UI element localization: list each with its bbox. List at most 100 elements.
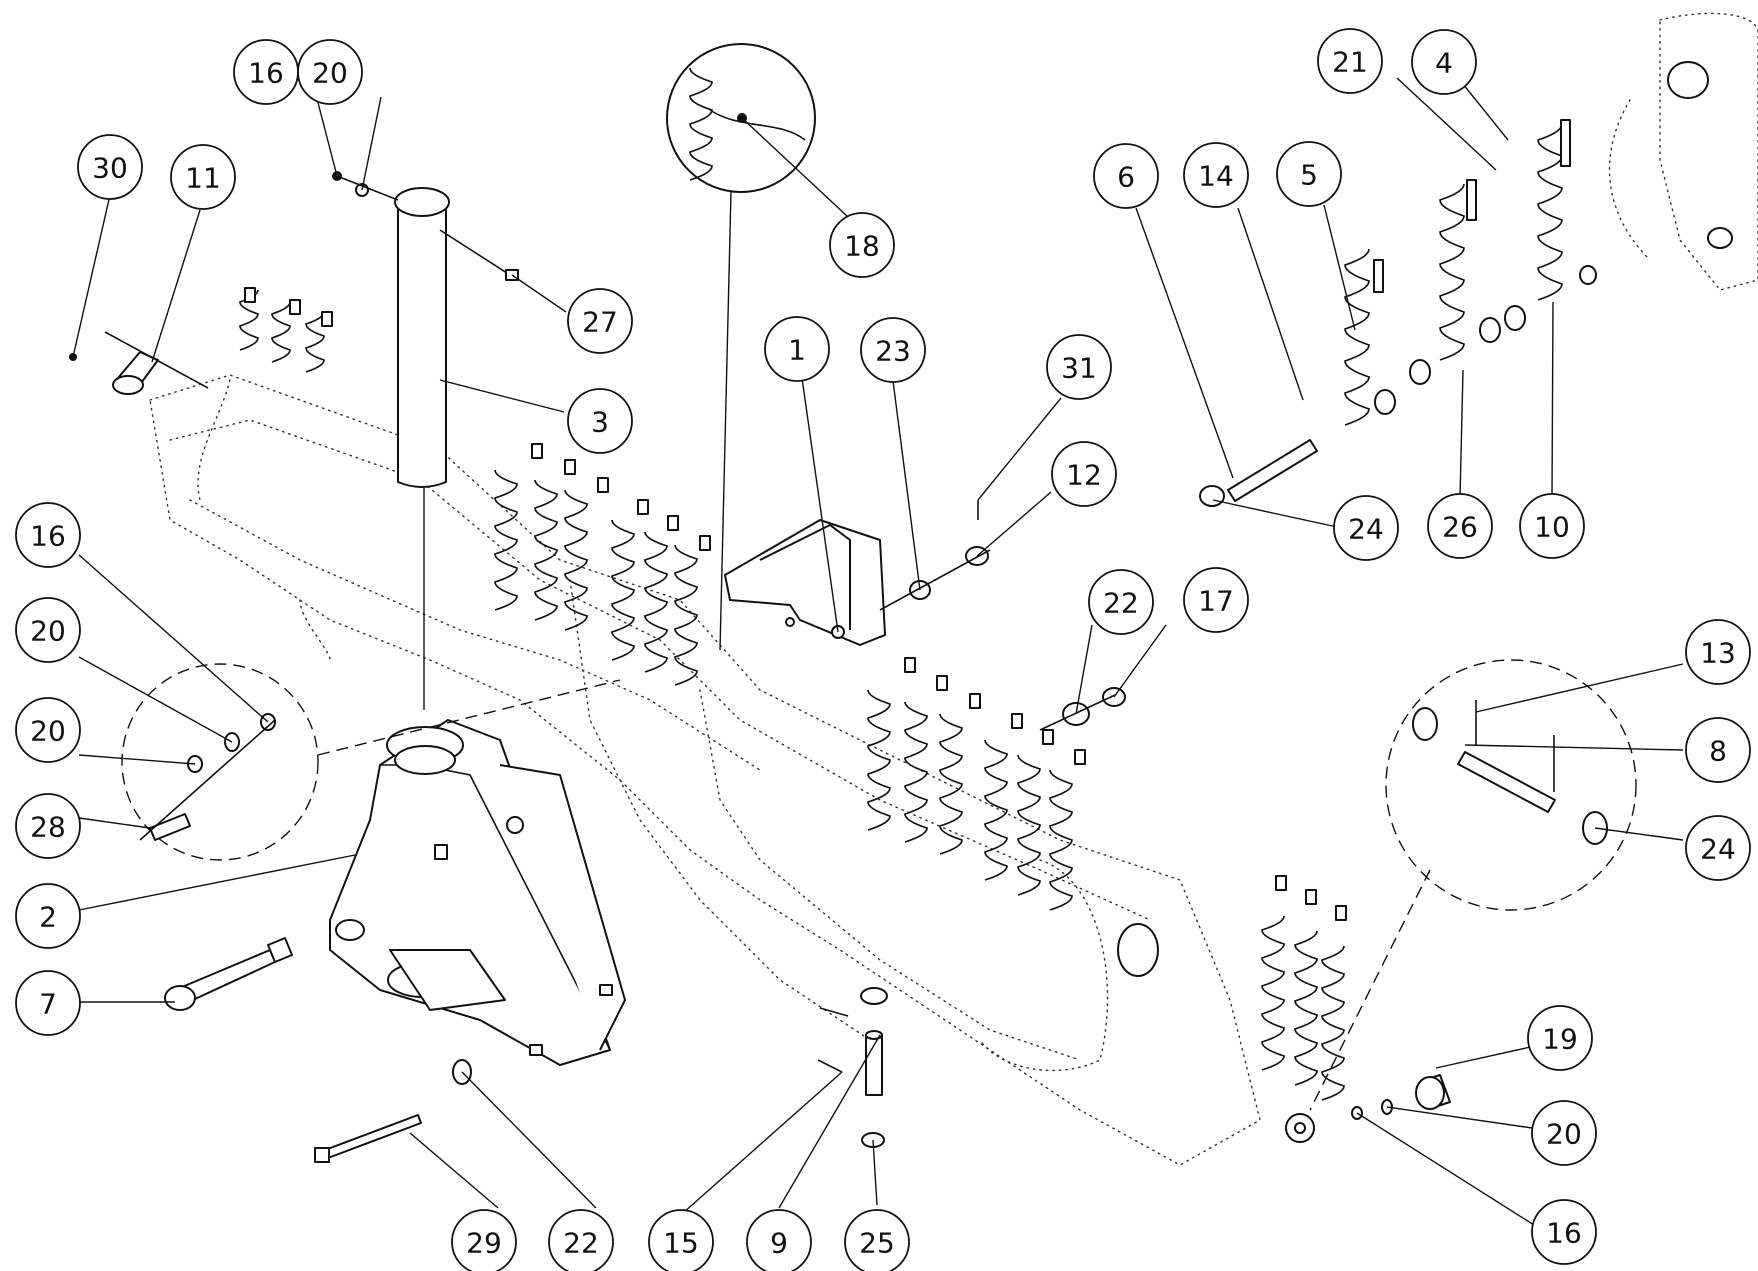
pin-7 — [164, 937, 293, 1011]
callout-circle — [648, 1209, 714, 1271]
callout-label: 5 — [1300, 159, 1318, 192]
callout-bubble: 30 — [77, 134, 143, 200]
main-frame-dotted — [149, 12, 1758, 1166]
callout-bubble: 27 — [567, 288, 633, 354]
callout-circle — [1276, 141, 1342, 207]
callout-bubble: 16 — [1531, 1199, 1597, 1265]
callout-bubble: 24 — [1333, 495, 1399, 561]
callout-bubble: 28 — [15, 793, 81, 859]
callout-circle — [170, 144, 236, 210]
callout-bubble: 12 — [1051, 441, 1117, 507]
callout-circle — [1051, 441, 1117, 507]
callout-bubble: 10 — [1519, 493, 1585, 559]
callout-label: 9 — [770, 1227, 788, 1260]
hanger-bracket-1 — [724, 519, 886, 646]
spring-left-2 — [271, 299, 301, 363]
callout-circle — [15, 970, 81, 1036]
callout-circle — [1088, 569, 1154, 635]
callout-bubble: 13 — [1685, 619, 1751, 685]
callout-label: 6 — [1117, 161, 1135, 194]
callout-bubble: 9 — [746, 1209, 812, 1271]
callout-label: 8 — [1709, 735, 1727, 768]
callout-bubble: 6 — [1093, 143, 1159, 209]
callout-label: 24 — [1348, 513, 1384, 546]
callout-label: 31 — [1061, 352, 1097, 385]
callout-circle — [451, 1209, 517, 1271]
callout-circle — [15, 502, 81, 568]
callout-bubble: 16 — [233, 39, 299, 105]
callout-bubble: 22 — [548, 1209, 614, 1271]
callout-circle — [1531, 1199, 1597, 1265]
callout-label: 29 — [466, 1227, 502, 1260]
callout-circle — [1093, 143, 1159, 209]
callout-label: 22 — [1103, 587, 1139, 620]
callout-label: 21 — [1332, 46, 1368, 79]
callout-bubble: 25 — [844, 1209, 910, 1271]
spring-bank-center — [494, 443, 711, 686]
callout-circle — [1685, 619, 1751, 685]
callout-label: 17 — [1198, 585, 1234, 618]
callout-bubble: 7 — [15, 970, 81, 1036]
callout-label: 24 — [1700, 833, 1736, 866]
callout-bubble: 1 — [764, 316, 830, 382]
callout-label: 18 — [844, 230, 880, 263]
callout-bubble: 20 — [15, 697, 81, 763]
callout-bubble: 21 — [1317, 28, 1383, 94]
callout-circle — [15, 597, 81, 663]
callout-bubble: 19 — [1527, 1005, 1593, 1071]
callout-circle — [844, 1209, 910, 1271]
callout-label: 16 — [30, 520, 66, 553]
bolt-29 — [314, 1059, 472, 1163]
callout-circle — [15, 697, 81, 763]
callout-label: 26 — [1442, 511, 1478, 544]
callout-circle — [746, 1209, 812, 1271]
callout-label: 30 — [92, 152, 128, 185]
callout-bubble: 31 — [1046, 334, 1112, 400]
callout-bubble: 3 — [567, 388, 633, 454]
callout-bubble: 22 — [1088, 569, 1154, 635]
callout-circle — [1333, 495, 1399, 561]
callout-label: 11 — [185, 162, 221, 195]
pivot-bracket — [329, 488, 626, 1066]
callout-bubble: 20 — [1531, 1100, 1597, 1166]
callout-bubble: 29 — [451, 1209, 517, 1271]
spring-bank-right — [867, 657, 1159, 977]
callout-circle — [1317, 28, 1383, 94]
fasteners-23-31-12 — [879, 500, 991, 611]
callout-bubble: 20 — [297, 39, 363, 105]
callout-circle — [1531, 1100, 1597, 1166]
callout-label: 15 — [663, 1227, 699, 1260]
callout-label: 16 — [1546, 1217, 1582, 1250]
callout-label: 10 — [1534, 511, 1570, 544]
callout-label: 19 — [1542, 1023, 1578, 1056]
callout-label: 28 — [30, 811, 66, 844]
callout-circle — [15, 793, 81, 859]
handle-11 — [69, 331, 209, 395]
callout-circle — [1685, 815, 1751, 881]
callout-bubble: 4 — [1411, 29, 1477, 95]
callout-circle — [1685, 717, 1751, 783]
callout-circle — [567, 288, 633, 354]
callout-circle — [1411, 29, 1477, 95]
spring-bank-lower-right — [1261, 875, 1347, 1143]
callout-bubble: 23 — [860, 317, 926, 383]
callout-label: 22 — [563, 1227, 599, 1260]
callout-circle — [860, 317, 926, 383]
callout-circle — [297, 39, 363, 105]
callout-label: 7 — [39, 988, 57, 1021]
callout-bubble: 26 — [1427, 493, 1493, 559]
callout-circle — [829, 212, 895, 278]
callout-label: 14 — [1198, 160, 1234, 193]
callout-label: 3 — [591, 406, 609, 439]
fasteners-22-17 — [1039, 687, 1126, 731]
callout-circle — [77, 134, 143, 200]
callout-bubble: 8 — [1685, 717, 1751, 783]
detail-view-left — [121, 663, 621, 861]
callout-bubble: 16 — [15, 502, 81, 568]
callout-label: 27 — [582, 306, 618, 339]
vertical-pin-3 — [394, 187, 519, 488]
callout-label: 20 — [1546, 1118, 1582, 1151]
callout-bubble: 14 — [1183, 142, 1249, 208]
callout-bubble: 5 — [1276, 141, 1342, 207]
callout-label: 2 — [39, 901, 57, 934]
